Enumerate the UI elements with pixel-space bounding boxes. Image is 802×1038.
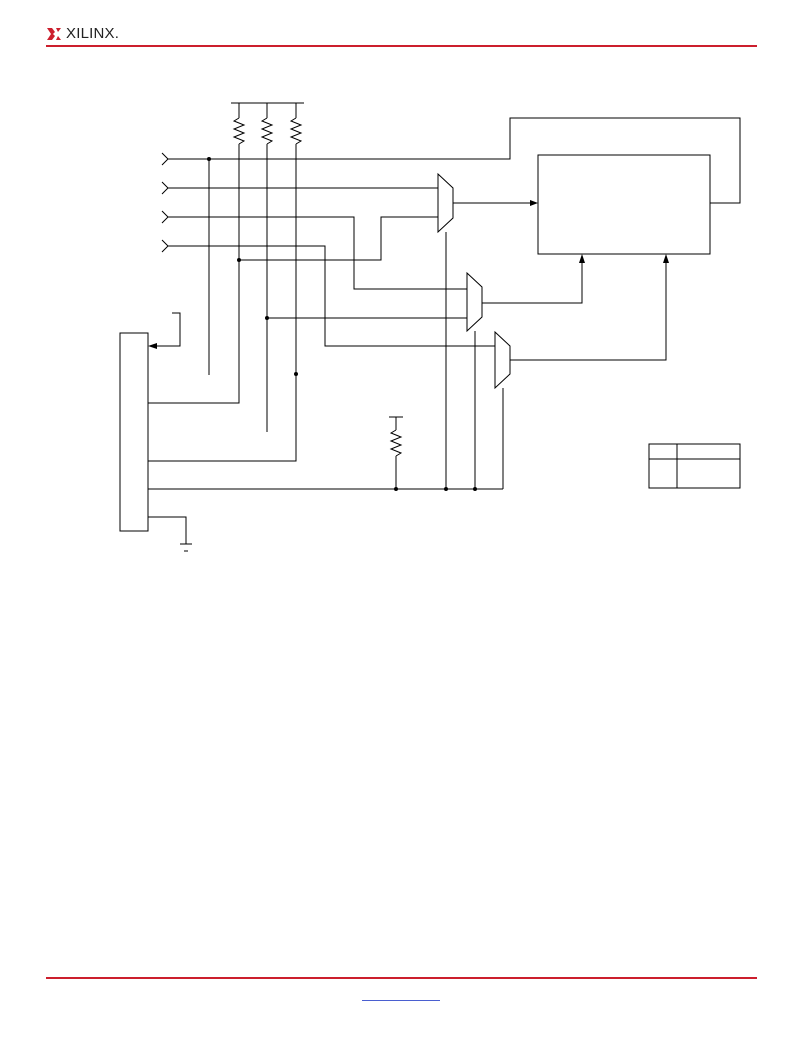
arrow-icon <box>148 343 157 349</box>
junction-dot <box>473 487 477 491</box>
ground-line <box>148 516 187 544</box>
target-device-block <box>537 154 711 255</box>
header-rule <box>46 45 757 47</box>
arrow-icon <box>530 200 538 206</box>
multiplexer-icon <box>437 172 454 234</box>
pin-line-a <box>148 144 240 404</box>
junction-dot <box>265 316 269 320</box>
junction-dot <box>444 487 448 491</box>
pin-vcc-line <box>156 312 181 347</box>
mux-2-output <box>482 262 583 304</box>
ground-icon <box>180 543 192 552</box>
input-line-4 <box>168 245 495 347</box>
arrow-icon <box>663 254 669 263</box>
input-chevron <box>161 181 169 195</box>
multiplexer-icon <box>494 330 511 390</box>
mux-3-output <box>510 262 667 361</box>
legend-table <box>648 443 741 489</box>
input-line-3 <box>168 216 467 290</box>
config-device-block <box>119 332 149 532</box>
page-header: XILINX. <box>0 0 802 50</box>
input-chevron <box>161 152 169 166</box>
arrow-icon <box>579 254 585 263</box>
footer-rule <box>46 977 757 979</box>
junction-dot <box>207 157 211 161</box>
resistor-icon <box>260 103 274 432</box>
tap-line-a <box>239 216 438 261</box>
xilinx-logo-icon <box>47 28 61 40</box>
multiplexer-icon <box>466 271 483 333</box>
resistor-icon <box>389 416 403 489</box>
pin-line-b <box>148 144 297 462</box>
brand[interactable]: XILINX. <box>46 24 119 44</box>
brand-name: XILINX. <box>66 25 120 42</box>
input-chevron <box>161 239 169 253</box>
input-line-1 <box>168 117 741 204</box>
footer-link[interactable] <box>362 1000 440 1001</box>
input-chevron <box>161 210 169 224</box>
